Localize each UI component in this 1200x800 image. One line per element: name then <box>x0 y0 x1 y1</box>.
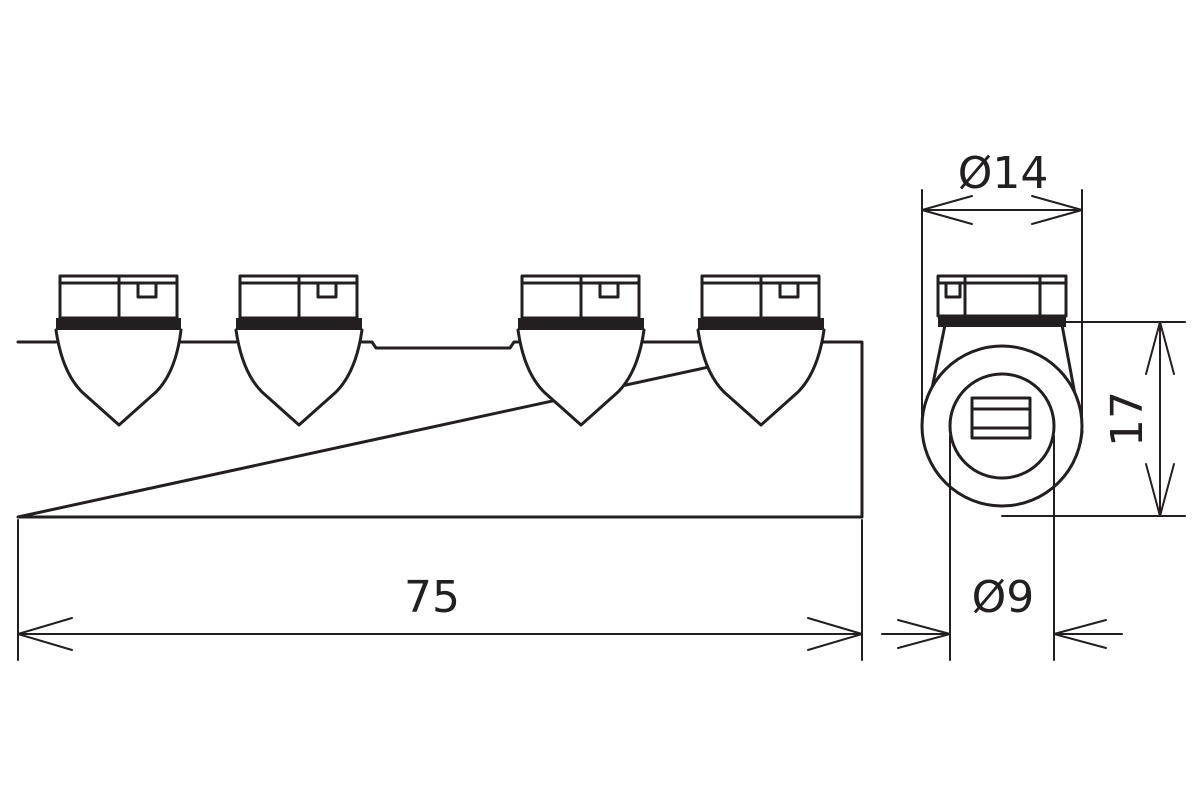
screw-4 <box>696 274 826 427</box>
connector-body <box>16 340 864 519</box>
height-label: 17 <box>1102 391 1153 447</box>
outer-diameter-label: Ø14 <box>958 148 1049 199</box>
end-view <box>920 274 1084 508</box>
screw-1 <box>54 274 183 427</box>
inner-diameter-dimension <box>881 435 1123 661</box>
screw-3 <box>516 274 646 427</box>
length-dimension <box>17 519 863 661</box>
inner-diameter-label: Ø9 <box>972 572 1035 623</box>
length-label: 75 <box>404 572 460 623</box>
side-view <box>16 340 864 519</box>
screw-2 <box>234 274 364 427</box>
outer-diameter-dimension <box>921 189 1083 433</box>
height-dimension <box>1001 321 1186 517</box>
